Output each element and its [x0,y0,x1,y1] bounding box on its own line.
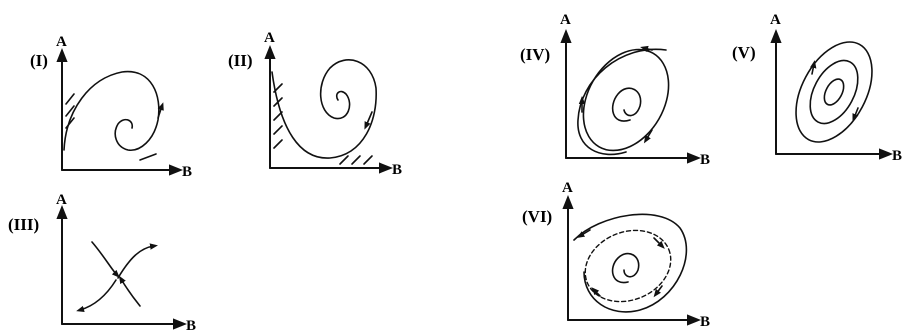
x-axis-label-II: B [392,162,402,178]
unstable-limit-cycle-VI [584,229,672,303]
x-axis-label-V: B [892,148,902,164]
flow-arrow-VI-3 [591,287,601,297]
panel-II: (II) A B [228,30,402,178]
y-axis-label-I: A [56,34,67,50]
orbit-inner-V [823,78,845,106]
separatrix-out-2-III [76,279,117,312]
inner-spiral-VI [611,252,640,284]
panel-I: (I) A B [30,34,192,180]
x-axis-label-III: B [186,318,196,332]
hatch-marks-II-bottom [339,155,373,165]
trajectory-spiral-II [271,59,377,159]
panel-label-III: (III) [8,215,39,234]
separatrix-out-1-III [117,243,158,279]
x-axis-label-I: B [182,164,192,180]
flow-arrow-IV-3 [643,129,653,144]
panel-label-I: (I) [30,51,48,70]
orbit-middle-V [809,59,859,125]
separatrix-in-2-III [118,275,141,307]
panel-V: (V) A B [732,12,902,164]
separatrix-in-1-III [91,241,120,278]
flow-arrow-I [157,102,164,119]
trajectory-spiral-I [63,70,160,151]
y-axis-label-V: A [770,12,781,28]
inner-spiral-IV [611,87,642,122]
panel-VI: (VI) A B [522,180,710,330]
panel-label-II: (II) [228,51,253,70]
panel-IV: (IV) A B [520,12,710,168]
outer-trajectory-IV [577,48,667,156]
flow-arrow-V-2 [852,107,859,122]
dash-mark-I [139,153,157,161]
x-axis-label-VI: B [700,314,710,330]
flow-arrow-II [364,111,373,130]
panel-III: (III) A B [8,192,196,332]
panel-label-VI: (VI) [522,207,552,226]
y-axis-label-IV: A [560,12,571,28]
panel-label-IV: (IV) [520,45,550,64]
y-axis-label-III: A [56,192,67,208]
flow-arrow-VI-2 [653,237,665,249]
flow-arrow-V-1 [810,60,817,75]
flow-arrow-VI-1 [576,229,591,239]
flow-arrow-IV-1 [640,45,653,53]
outer-trajectory-VI [573,213,688,313]
hatch-marks-II [273,83,283,149]
panel-label-V: (V) [732,43,756,62]
y-axis-label-VI: A [562,180,573,196]
limit-cycle-IV [582,48,670,152]
x-axis-label-IV: B [700,152,710,168]
flow-arrow-VI-4 [653,285,663,298]
hatch-marks-I [65,93,75,129]
orbit-outer-V [795,41,873,143]
y-axis-label-II: A [264,30,275,46]
